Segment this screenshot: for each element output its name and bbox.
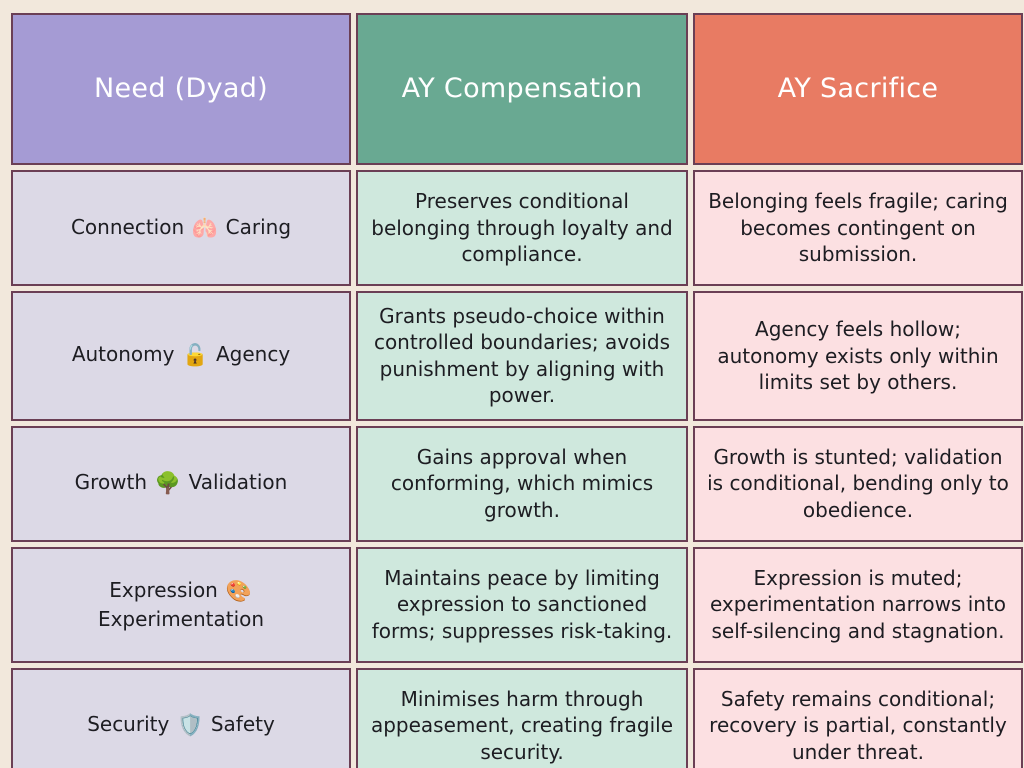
cell-compensation: Maintains peace by limiting expression t… [356,546,688,663]
cell-sacrifice: Safety remains conditional; recovery is … [693,667,1023,768]
need-term-primary: Security [87,712,170,737]
column-header-compensation: AY Compensation [356,13,688,165]
need-term-secondary: Agency [215,342,291,367]
need-dyad-label: Connection 🫁 Caring [25,214,337,243]
lungs-emoji: 🫁 [185,215,225,240]
cell-compensation: Preserves conditional belonging through … [356,170,688,286]
column-header-sacrifice: AY Sacrifice [693,13,1023,165]
column-header-need: Need (Dyad) [11,13,351,165]
cell-need: Connection 🫁 Caring [11,170,351,286]
cell-compensation: Gains approval when conforming, which mi… [356,425,688,542]
table-row: Expression 🎨 Experimentation Maintains p… [11,546,1023,663]
need-dyad-label: Expression 🎨 Experimentation [25,577,337,632]
cell-need: Security 🛡️ Safety [11,667,351,768]
need-term-primary: Connection [70,214,185,239]
table-row: Connection 🫁 Caring Preserves conditiona… [11,170,1023,286]
cell-sacrifice: Belonging feels fragile; caring becomes … [693,170,1023,286]
cell-sacrifice: Agency feels hollow; autonomy exists onl… [693,291,1023,421]
need-term-primary: Growth [74,470,148,495]
cell-compensation: Grants pseudo-choice within controlled b… [356,291,688,421]
cell-sacrifice: Expression is muted; experimentation nar… [693,546,1023,663]
need-term-secondary: Experimentation [97,606,265,631]
open-lock-emoji: 🔓 [175,343,215,368]
need-term-primary: Expression [109,578,218,602]
table-row: Autonomy 🔓 Agency Grants pseudo-choice w… [11,291,1023,421]
table-body: Connection 🫁 Caring Preserves conditiona… [11,170,1023,768]
table-header: Need (Dyad) AY Compensation AY Sacrifice [11,13,1023,165]
need-term-secondary: Caring [225,214,292,239]
tree-emoji: 🌳 [148,471,188,496]
shield-emoji: 🛡️ [170,713,210,738]
artist-palette-emoji: 🎨 [218,579,252,603]
table-row: Growth 🌳 Validation Gains approval when … [11,425,1023,542]
cell-need: Autonomy 🔓 Agency [11,291,351,421]
need-term-secondary: Validation [188,470,288,495]
cell-compensation: Minimises harm through appeasement, crea… [356,667,688,768]
need-term-primary: Autonomy [71,342,175,367]
cell-sacrifice: Growth is stunted; validation is conditi… [693,425,1023,542]
need-dyad-label: Security 🛡️ Safety [25,711,337,740]
needs-comparison-table: Need (Dyad) AY Compensation AY Sacrifice… [6,8,1024,768]
table-row: Security 🛡️ Safety Minimises harm throug… [11,667,1023,768]
cell-need: Expression 🎨 Experimentation [11,546,351,663]
need-term-secondary: Safety [210,712,275,737]
need-dyad-label: Growth 🌳 Validation [25,469,337,498]
need-dyad-label: Autonomy 🔓 Agency [25,341,337,370]
header-row: Need (Dyad) AY Compensation AY Sacrifice [11,13,1023,165]
cell-need: Growth 🌳 Validation [11,425,351,542]
